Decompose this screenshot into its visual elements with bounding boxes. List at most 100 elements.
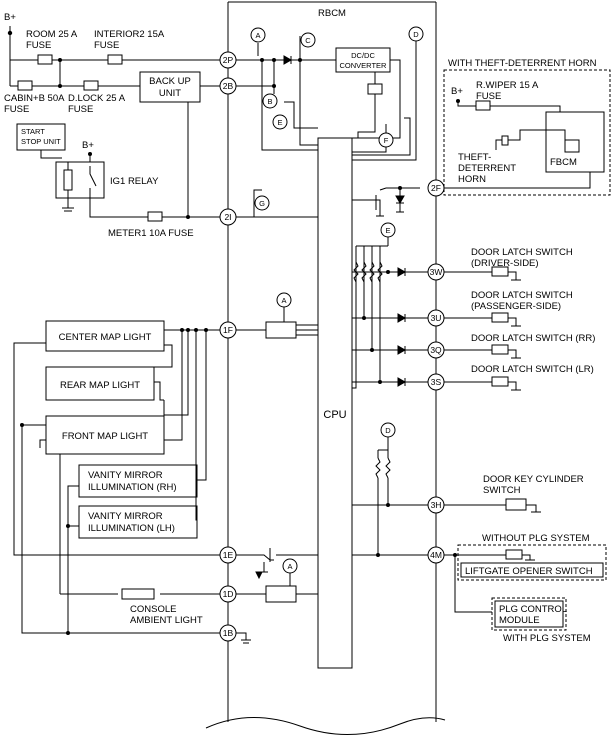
horn-icon: [501, 135, 509, 146]
svg-text:A: A: [281, 296, 286, 305]
interior-fuse-label-2: FUSE: [94, 40, 119, 51]
terminal-1f: 1F: [219, 321, 237, 339]
diode-2f-icon: [395, 195, 405, 205]
room-fuse-icon: [37, 54, 53, 65]
diode-2p-icon: [283, 55, 293, 65]
meter-fuse-label: METER1 10A FUSE: [108, 228, 194, 239]
fbcm-label: FBCM: [550, 157, 577, 168]
cpu-block: CPU: [317, 137, 353, 669]
terminal-2i: 2I: [219, 208, 237, 226]
key-cylinder-switch-icon: [505, 498, 527, 511]
with-plg-group: [491, 597, 567, 631]
center-map-label: CENTER MAP LIGHT: [59, 332, 152, 343]
meter-fuse-icon: [147, 211, 163, 222]
vanity-rh-label-1: VANITY MIRROR: [88, 470, 163, 481]
ref-a-1d: A: [282, 558, 298, 574]
without-plg-label: WITHOUT PLG SYSTEM: [482, 533, 590, 544]
ref-b-mid: B: [262, 93, 278, 109]
horn-label-2: DETERRENT: [458, 163, 516, 174]
rbcm-title: RBCM: [318, 8, 346, 19]
ref-c-top: C: [300, 32, 316, 48]
dcdc-label-1: DC/DC: [351, 51, 375, 60]
svg-text:A: A: [255, 31, 260, 40]
driver-block-1f: [265, 321, 297, 339]
start-stop-label-1: START: [21, 127, 45, 136]
horn-relay-icon: [564, 139, 580, 153]
ref-f-mid: F: [378, 132, 394, 148]
room-fuse-label-2: FUSE: [26, 40, 51, 51]
wiper-fuse-icon: [475, 100, 491, 111]
horn-label-3: HORN: [458, 174, 486, 185]
rear-map-light: [45, 366, 155, 401]
wiper-fuse-label-1: R.WIPER 15 A: [476, 80, 539, 91]
ref-a-1f: A: [276, 292, 292, 308]
vanity-lh-label-1: VANITY MIRROR: [88, 511, 163, 522]
terminal-1d: 1D: [219, 585, 237, 603]
ig1-relay-label: IG1 RELAY: [110, 176, 159, 187]
key-cylinder-label-1: DOOR KEY CYLINDER: [483, 474, 584, 485]
internal-upper: DC/DC CONVERTER A C D B E F G: [236, 26, 424, 218]
driver-latch-label-1: DOOR LATCH SWITCH: [471, 247, 573, 258]
vanity-rh-light: [78, 464, 198, 498]
liftgate-switch-label: LIFTGATE OPENER SWITCH: [465, 566, 593, 577]
svg-text:3U: 3U: [431, 313, 442, 323]
vanity-rh-label-2: ILLUMINATION (RH): [88, 482, 177, 493]
terminal-3q: 3Q: [427, 341, 445, 359]
terminal-3u: 3U: [427, 309, 445, 327]
svg-text:1E: 1E: [223, 550, 234, 560]
front-map-label: FRONT MAP LIGHT: [62, 431, 148, 442]
terminal-4m: 4M: [427, 546, 445, 564]
vanity-lh-label-2: ILLUMINATION (LH): [88, 523, 175, 534]
interior-fuse-icon: [107, 54, 123, 65]
without-plg-group: [457, 544, 607, 581]
rr-latch-label: DOOR LATCH SWITCH (RR): [471, 333, 595, 344]
rr-latch-switch-icon: [491, 344, 509, 355]
svg-text:D: D: [385, 426, 391, 435]
terminal-3w: 3W: [427, 263, 445, 281]
circuit-2f: 2F: [352, 171, 604, 217]
start-stop-label-2: STOP UNIT: [21, 137, 61, 146]
backup-unit: [139, 71, 201, 103]
svg-text:E: E: [385, 226, 390, 235]
svg-text:G: G: [259, 199, 265, 208]
key-cylinder-label-2: SWITCH: [483, 485, 521, 496]
door-latch-section: E 3W 3U 3Q 3S DOOR LATCH SWITCH (DRIVER-…: [352, 222, 595, 391]
console-label-2: AMBIENT LIGHT: [130, 615, 203, 626]
rear-map-label: REAR MAP LIGHT: [60, 380, 140, 391]
interior-lights-section: CENTER MAP LIGHT REAR MAP LIGHT FRONT MA…: [13, 320, 220, 635]
plg-module-label-2: MODULE: [499, 615, 540, 626]
theft-group-title: WITH THEFT-DETERRENT HORN: [448, 58, 597, 69]
terminal-1e: 1E: [219, 546, 237, 564]
cpu-label: CPU: [323, 409, 346, 421]
b-plus-label-main: B+: [4, 12, 16, 23]
console-ambient-light-icon: [121, 588, 155, 600]
terminal-3h: 3H: [427, 496, 445, 514]
driver-latch-label-2: (DRIVER-SIDE): [471, 258, 539, 269]
svg-text:A: A: [287, 562, 292, 571]
backup-unit-label-1: BACK UP: [149, 76, 191, 87]
dlock-fuse-label-1: D.LOCK 25 A: [68, 93, 126, 104]
theft-deterrent-horn-group: WITH THEFT-DETERRENT HORN B+ R.WIPER 15 …: [443, 58, 611, 196]
plg-module-label-1: PLG CONTROL: [499, 604, 567, 615]
svg-text:3S: 3S: [431, 377, 442, 387]
wiper-fuse-label-2: FUSE: [476, 91, 501, 102]
terminal-2b: 2B: [219, 77, 237, 95]
internal-lower: A A: [236, 292, 318, 644]
ig1-relay: [55, 161, 105, 199]
cabin-fuse-icon: [17, 80, 33, 91]
relay-coil-icon: [63, 169, 73, 191]
front-map-light: [45, 415, 165, 455]
b-plus-label-theft: B+: [451, 86, 463, 97]
svg-text:F: F: [384, 136, 389, 145]
cabin-fuse-label-2: FUSE: [4, 104, 29, 115]
passenger-latch-label-2: (PASSENGER-SIDE): [471, 301, 561, 312]
left-terminals: 2P 2B 2I 1F 1E 1D 1B: [219, 51, 237, 642]
svg-text:3W: 3W: [430, 267, 443, 277]
cabin-fuse-label-1: CABIN+B 50A: [4, 93, 65, 104]
svg-text:E: E: [277, 118, 282, 127]
dcdc-label-2: CONVERTER: [340, 61, 388, 70]
passenger-latch-switch-icon: [491, 312, 509, 323]
svg-text:1F: 1F: [223, 325, 233, 335]
b-plus-label-relay: B+: [82, 140, 94, 151]
horn-label-1: THEFT-: [458, 152, 491, 163]
